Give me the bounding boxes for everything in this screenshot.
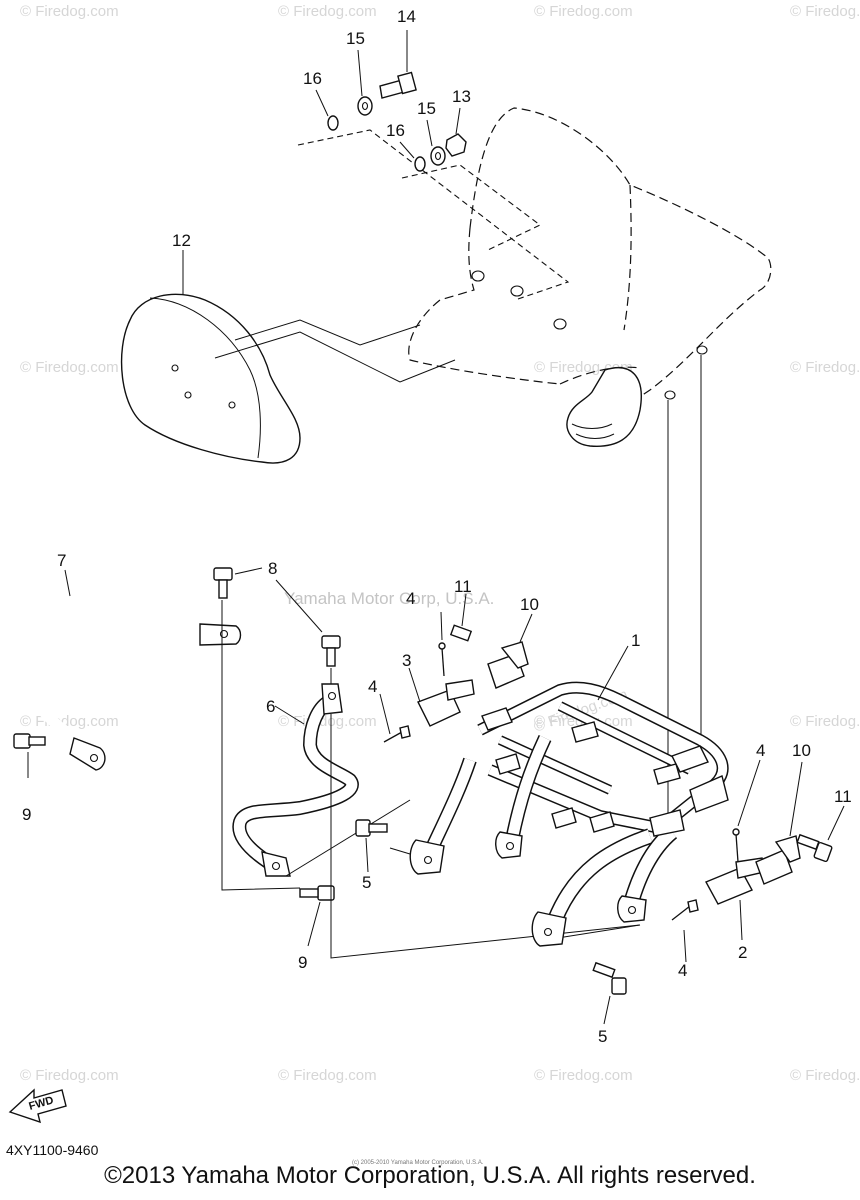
screws-11 [449, 593, 845, 863]
watermark: © Firedog.com [790, 3, 860, 20]
part-label-3: 3 [402, 651, 411, 670]
part-label-11: 11 [834, 787, 852, 806]
part-label-14: 14 [397, 7, 416, 26]
rear-fender-housing [408, 107, 772, 447]
fwd-arrow: FWD [8, 1088, 67, 1124]
watermark: © Firedog.com [20, 359, 119, 376]
assembly-lines-lower [221, 624, 641, 959]
backrest-stay-6 [232, 683, 359, 877]
copyright-notice: ©2013 Yamaha Motor Corporation, U.S.A. A… [104, 1162, 756, 1189]
part-label-1: 1 [631, 631, 640, 650]
part-label-4: 4 [756, 741, 765, 760]
bolts-8 [213, 567, 341, 684]
rivets-4 [379, 611, 761, 963]
watermark: © Firedog.com [278, 3, 377, 20]
watermark: © Firedog.com [20, 3, 119, 20]
watermark: © Firedog.com [20, 713, 119, 730]
part-label-2: 2 [738, 943, 747, 962]
backrest-pad [120, 250, 456, 464]
part-label-6: 6 [266, 697, 275, 716]
watermark: © Firedog.com [534, 1067, 633, 1084]
part-label-10: 10 [520, 595, 539, 614]
backrest-stay-7 [14, 569, 242, 771]
bolts-5 [355, 819, 627, 1025]
clips-10 [487, 613, 803, 885]
part-label-5: 5 [598, 1027, 607, 1046]
bracket-3 [408, 667, 475, 727]
part-label-15: 15 [346, 29, 365, 48]
part-label-8: 8 [268, 559, 277, 578]
part-label-15: 15 [417, 99, 436, 118]
part-label-4: 4 [368, 677, 377, 696]
part-label-16: 16 [303, 69, 322, 88]
diagram-reference-code: 4XY1100-9460 [6, 1142, 99, 1158]
part-label-9: 9 [22, 805, 31, 824]
watermark: © Firedog.com [278, 713, 377, 730]
part-label-10: 10 [792, 741, 811, 760]
part-label-4: 4 [406, 589, 415, 608]
watermark: © Firedog.com [790, 359, 860, 376]
part-label-16: 16 [386, 121, 405, 140]
carrier-frame-1 [409, 645, 729, 947]
part-label-9: 9 [298, 953, 307, 972]
part-label-13: 13 [452, 87, 471, 106]
part-labels: 1 2 3 4 4 4 4 5 5 6 7 8 9 9 10 10 11 11 … [22, 7, 852, 1046]
watermark-center: Yamaha Motor Corp, U.S.A. [284, 589, 494, 608]
watermark: © Firedog.com [790, 1067, 860, 1084]
assembly-lines-top [297, 129, 570, 301]
part-label-4: 4 [678, 961, 687, 980]
bolts-9 [13, 733, 335, 947]
part-label-12: 12 [172, 231, 191, 250]
part-label-5: 5 [362, 873, 371, 892]
top-hardware [315, 30, 467, 172]
tiny-credit: (c) 2005-2010 Yamaha Motor Corporation, … [352, 1160, 484, 1166]
watermark: © Firedog.com [790, 713, 860, 730]
watermark: © Firedog.com [278, 1067, 377, 1084]
bracket-2 [705, 857, 765, 941]
part-label-7: 7 [57, 551, 66, 570]
watermark: © Firedog.com [534, 3, 633, 20]
part-label-11: 11 [454, 577, 472, 596]
watermark: © Firedog.com [20, 1067, 119, 1084]
